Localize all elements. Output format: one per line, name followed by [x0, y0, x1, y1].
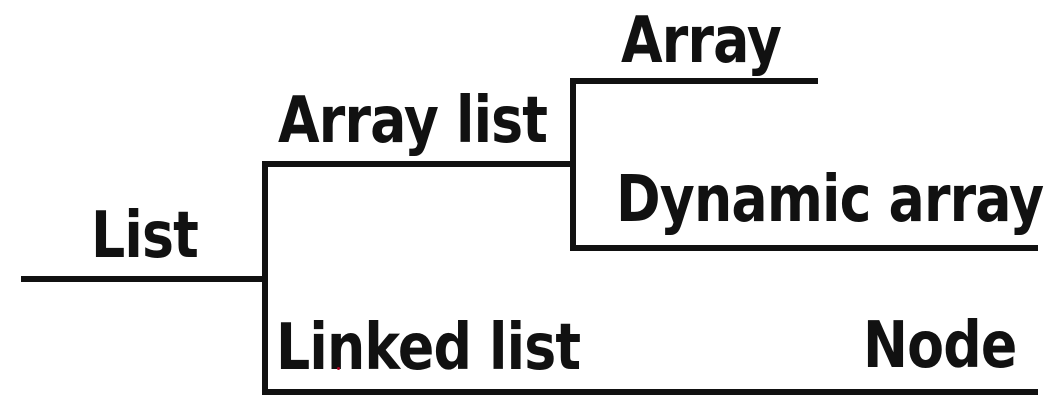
edge-list-underline	[21, 276, 268, 282]
tree-node-array: Array	[621, 4, 782, 78]
tree-node-linked-list: Linked list	[276, 311, 581, 385]
tree-node-array-list: Array list	[278, 84, 548, 158]
edge-linked-list-underline	[262, 389, 1038, 395]
tree-node-list: List	[91, 199, 199, 273]
edge-array-list-underline	[262, 161, 576, 167]
tree-node-dynamic-array: Dynamic array	[616, 163, 1044, 237]
edge-array-underline	[570, 78, 818, 84]
tree-node-node: Node	[863, 309, 1017, 383]
edge-array-list-vertical	[570, 78, 576, 251]
edge-dynamic-array-underline	[570, 245, 1038, 251]
edge-root-vertical	[262, 161, 268, 395]
stray-red-dot	[337, 367, 340, 370]
